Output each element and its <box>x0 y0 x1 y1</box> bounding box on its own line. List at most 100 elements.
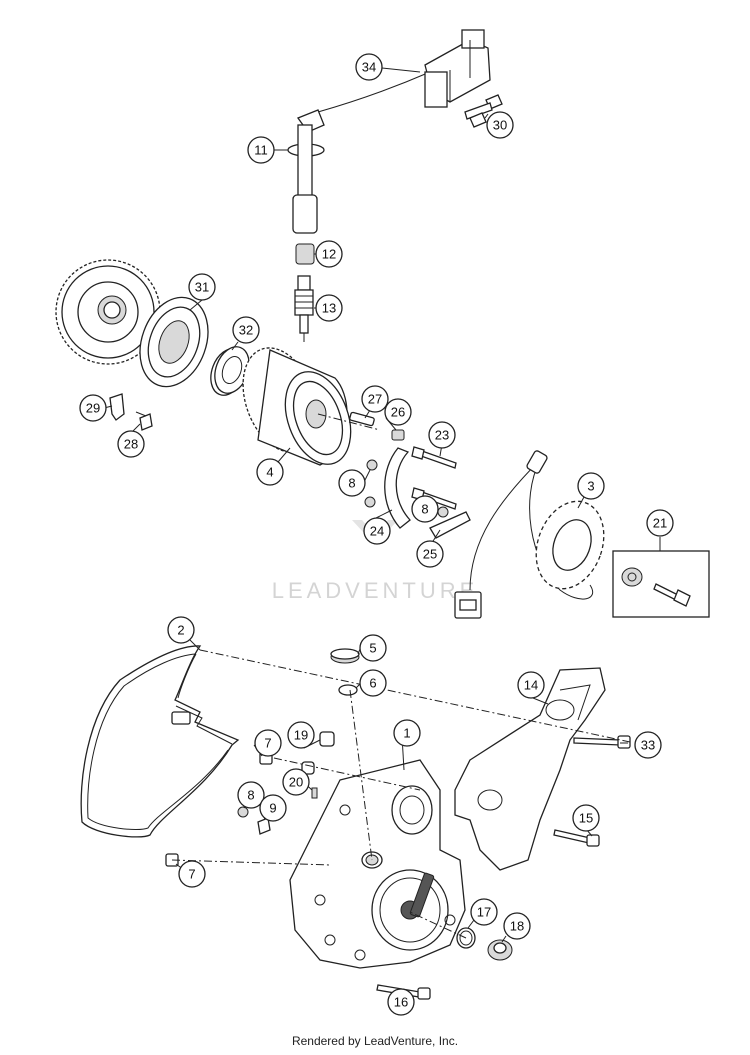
callout-27[interactable]: 27 <box>361 385 389 413</box>
svg-text:27: 27 <box>368 392 382 407</box>
svg-text:32: 32 <box>239 323 253 338</box>
callout-29[interactable]: 29 <box>79 394 107 422</box>
callout-15[interactable]: 15 <box>572 804 600 832</box>
svg-text:20: 20 <box>289 775 303 790</box>
svg-text:8: 8 <box>348 476 355 491</box>
starter-gear[interactable] <box>55 259 161 365</box>
svg-text:29: 29 <box>86 401 100 416</box>
svg-text:23: 23 <box>435 428 449 443</box>
svg-text:34: 34 <box>362 60 376 75</box>
spark-plug-13[interactable] <box>294 275 314 342</box>
callout-9[interactable]: 9 <box>259 794 287 822</box>
screw-28[interactable] <box>135 411 153 431</box>
callout-3[interactable]: 3 <box>577 472 605 500</box>
svg-text:18: 18 <box>510 919 524 934</box>
callout-32[interactable]: 32 <box>232 316 260 344</box>
svg-text:4: 4 <box>266 465 273 480</box>
callout-28[interactable]: 28 <box>117 430 145 458</box>
callout-31[interactable]: 31 <box>188 273 216 301</box>
svg-text:8: 8 <box>421 502 428 517</box>
svg-text:11: 11 <box>254 143 268 158</box>
svg-text:16: 16 <box>394 995 408 1010</box>
callout-30[interactable]: 30 <box>486 111 514 139</box>
spark-plug-seal-12[interactable] <box>295 243 315 265</box>
callout-24[interactable]: 24 <box>363 517 391 545</box>
callout-21[interactable]: 21 <box>646 509 674 537</box>
callout-11[interactable]: 11 <box>247 136 275 164</box>
callout-33[interactable]: 33 <box>634 731 662 759</box>
stator-3[interactable] <box>454 450 615 619</box>
freewheel-31[interactable] <box>128 288 220 396</box>
bearing-32[interactable] <box>205 342 255 400</box>
washer-8b[interactable] <box>364 496 376 508</box>
callout-5[interactable]: 5 <box>359 634 387 662</box>
guide-25[interactable] <box>429 511 471 539</box>
svg-text:3: 3 <box>587 479 594 494</box>
callout-34[interactable]: 34 <box>355 53 383 81</box>
svg-text:9: 9 <box>269 801 276 816</box>
callout-6[interactable]: 6 <box>359 669 387 697</box>
svg-text:31: 31 <box>195 280 209 295</box>
svg-text:26: 26 <box>391 405 405 420</box>
callout-26[interactable]: 26 <box>384 398 412 426</box>
callout-8c[interactable]: 8 <box>237 781 265 809</box>
spacer-27[interactable] <box>349 411 375 427</box>
bolt-33[interactable] <box>573 735 631 749</box>
callout-20[interactable]: 20 <box>282 768 310 796</box>
callout-8b[interactable]: 8 <box>411 495 439 523</box>
callout-13[interactable]: 13 <box>315 294 343 322</box>
dowel-19b[interactable] <box>301 761 315 775</box>
callout-16[interactable]: 16 <box>387 988 415 1016</box>
svg-text:12: 12 <box>322 247 336 262</box>
bracket-29[interactable] <box>109 393 125 421</box>
pin-26[interactable] <box>391 429 405 441</box>
svg-text:7: 7 <box>264 736 271 751</box>
callout-1[interactable]: 1 <box>393 719 421 747</box>
callout-2[interactable]: 2 <box>167 616 195 644</box>
callout-7a[interactable]: 7 <box>254 729 282 757</box>
callout-23[interactable]: 23 <box>428 421 456 449</box>
svg-text:17: 17 <box>477 905 491 920</box>
svg-text:33: 33 <box>641 738 655 753</box>
parts-box-21[interactable] <box>612 537 710 618</box>
svg-text:1: 1 <box>403 726 410 741</box>
bolt-30[interactable] <box>464 94 503 128</box>
callout-19[interactable]: 19 <box>287 721 315 749</box>
o-ring-6[interactable] <box>338 684 358 696</box>
spark-plug-connector-11[interactable] <box>287 109 325 234</box>
callout-18[interactable]: 18 <box>503 912 531 940</box>
washer-8c[interactable] <box>437 506 449 518</box>
svg-text:13: 13 <box>322 301 336 316</box>
flywheel-rotor-4[interactable] <box>230 338 363 474</box>
clutch-cover-1[interactable] <box>289 759 466 969</box>
callout-8a[interactable]: 8 <box>338 469 366 497</box>
watermark-text: LEADVENTURE <box>272 578 479 603</box>
pin-20[interactable] <box>311 787 318 799</box>
sprocket-cover-14[interactable] <box>454 667 606 871</box>
callout-4[interactable]: 4 <box>256 458 284 486</box>
svg-text:14: 14 <box>524 678 538 693</box>
svg-text:30: 30 <box>493 118 507 133</box>
callout-25[interactable]: 25 <box>416 540 444 568</box>
svg-text:15: 15 <box>579 811 593 826</box>
gasket-2[interactable] <box>80 645 240 838</box>
guide-24[interactable] <box>384 447 411 529</box>
svg-text:24: 24 <box>370 524 384 539</box>
callout-14[interactable]: 14 <box>517 671 545 699</box>
ignition-coil-34[interactable] <box>317 29 491 113</box>
svg-text:2: 2 <box>177 623 184 638</box>
plug-5[interactable] <box>330 648 360 664</box>
bolt-23a[interactable] <box>411 446 457 469</box>
svg-text:25: 25 <box>423 547 437 562</box>
callout-7b[interactable]: 7 <box>178 860 206 888</box>
dowel-19a[interactable] <box>319 731 335 747</box>
callout-12[interactable]: 12 <box>315 240 343 268</box>
nut-18[interactable] <box>487 939 513 961</box>
washer-8d[interactable] <box>237 806 249 818</box>
callout-17[interactable]: 17 <box>470 898 498 926</box>
washer-8a[interactable] <box>366 459 378 471</box>
bolt-15[interactable] <box>553 829 600 847</box>
footer-credit: Rendered by LeadVenture, Inc. <box>291 1034 459 1048</box>
svg-text:5: 5 <box>369 641 376 656</box>
